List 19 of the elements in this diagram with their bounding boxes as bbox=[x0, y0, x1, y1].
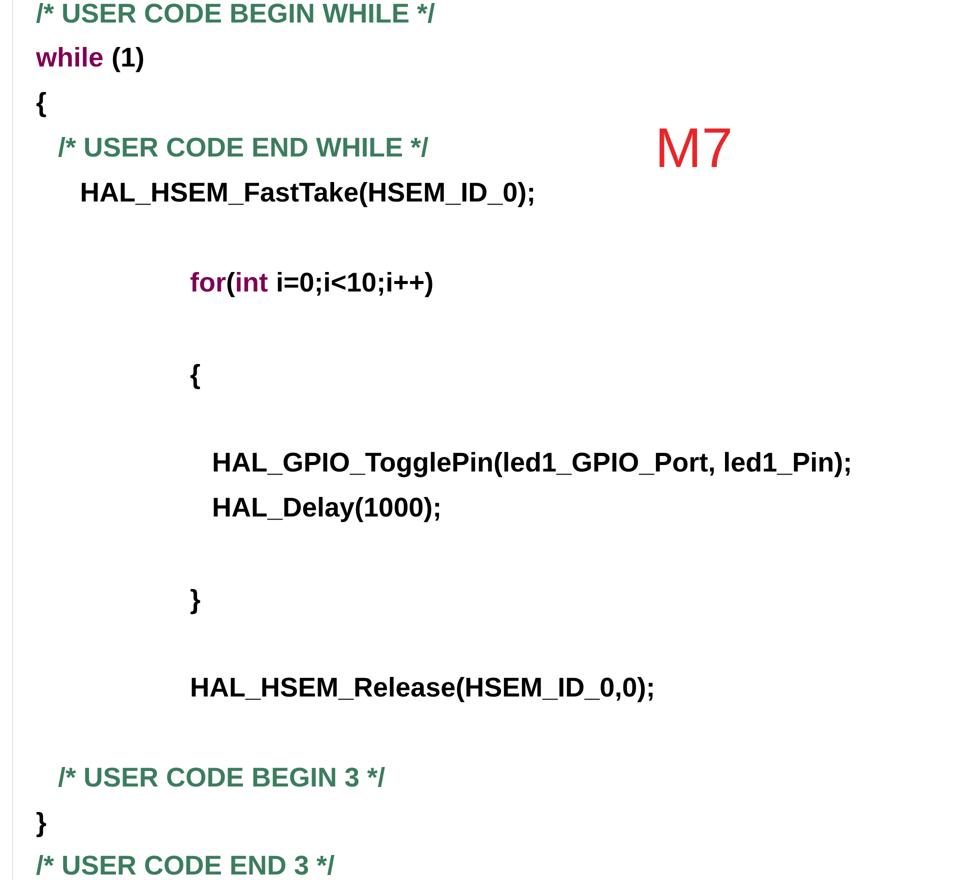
code-keyword: for bbox=[190, 270, 226, 296]
code-text: { bbox=[190, 362, 201, 388]
code-comment: /* USER CODE BEGIN WHILE */ bbox=[36, 0, 436, 28]
code-comment: /* USER CODE END WHILE */ bbox=[58, 134, 429, 162]
code-text: i=0;i<10;i++) bbox=[276, 270, 434, 296]
code-text: } bbox=[36, 810, 47, 836]
code-text: } bbox=[190, 586, 201, 614]
code-keyword: int bbox=[235, 270, 268, 296]
code-text: HAL_HSEM_FastTake(HSEM_ID_0); bbox=[80, 180, 536, 206]
code-text: ( bbox=[226, 270, 235, 296]
code-text: HAL_GPIO_TogglePin(led1_GPIO_Port, led1_Pin); bbox=[212, 450, 852, 476]
core-label: M7 bbox=[655, 120, 733, 176]
code-comment: /* USER CODE END 3 */ bbox=[36, 852, 335, 880]
code-text: HAL_HSEM_Release(HSEM_ID_0,0); bbox=[190, 674, 656, 702]
code-comment: /* USER CODE BEGIN 3 */ bbox=[58, 764, 386, 792]
code-text: { bbox=[36, 90, 47, 116]
code-keyword: while bbox=[36, 44, 104, 72]
code-text: (1) bbox=[112, 44, 145, 72]
code-text: HAL_Delay(1000); bbox=[212, 494, 442, 522]
